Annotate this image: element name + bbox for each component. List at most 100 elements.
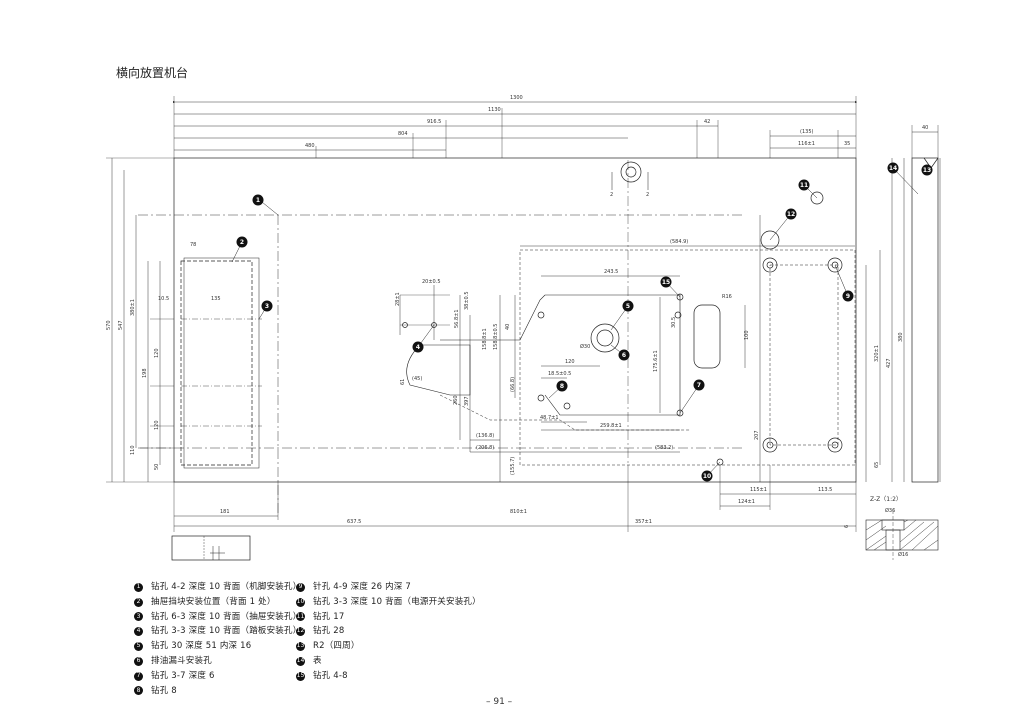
callout-5: 5: [626, 303, 630, 310]
dim-1151: 115±1: [750, 487, 767, 493]
section-mark-left: 2: [610, 192, 613, 198]
dim-2068: (206.8): [476, 445, 494, 451]
dim-668: (66.8): [510, 377, 516, 392]
legend-number: 10: [296, 597, 305, 607]
legend-number: 14: [296, 656, 305, 666]
dim-105: 10.5: [158, 296, 169, 302]
dim-50: 50: [154, 464, 160, 470]
section-mark-right: 2: [646, 192, 649, 198]
dim-3810: 38±0.5: [464, 291, 470, 310]
dim-181: 181: [220, 509, 230, 515]
side-view: [911, 157, 939, 483]
legend-text: 针孔 4-9 深度 26 内深 7: [313, 582, 412, 592]
legend-text: 钻孔 28: [313, 626, 345, 637]
dim-357: 357±1: [635, 519, 652, 525]
legend-text: R2（四周）: [313, 641, 360, 652]
legend-text: 钻孔 8: [151, 685, 177, 696]
dim-120a: 120: [154, 348, 160, 358]
dim-397: 397: [464, 396, 470, 406]
dim-4871: 48.7±1: [540, 415, 559, 421]
dim-65: 65: [874, 462, 880, 468]
dim-568: 56.8±1: [454, 309, 460, 328]
callout-2: 2: [240, 239, 244, 246]
dim-1855: 18.5±0.5: [548, 371, 571, 377]
dim-305: 30.5: [671, 317, 677, 328]
legend-number: 4: [134, 627, 143, 637]
callout-3: 3: [265, 303, 269, 310]
legend-number: 11: [296, 612, 305, 622]
callout-13: 13: [923, 167, 931, 174]
front-view: [171, 535, 251, 561]
legend-number: 5: [134, 642, 143, 652]
dim-1588b: 158.8±0.5: [493, 324, 499, 350]
dim-1130: 1130: [488, 107, 501, 113]
legend-text: 钻孔 17: [313, 611, 345, 622]
dim-198: 198: [142, 368, 148, 378]
dim-40: 40: [922, 125, 928, 131]
dim-r16: R16: [722, 294, 732, 300]
legend-number: 2: [134, 597, 143, 607]
dim-78: 78: [190, 242, 196, 248]
motor-hole: [590, 323, 620, 353]
legend-text: 钻孔 30 深度 51 内深 16: [151, 641, 252, 652]
dim-61: 61: [400, 379, 406, 385]
dim-40b: 40: [505, 324, 511, 330]
callout-9: 9: [846, 293, 850, 300]
legend-item: 5 钻孔 30 深度 51 内深 16: [134, 639, 301, 654]
dim-916: 916.5: [427, 119, 441, 125]
legend-number: 7: [134, 671, 143, 681]
dim-480: 480: [305, 143, 315, 149]
drawer-outline: [180, 260, 253, 466]
dim-804: 804: [398, 131, 408, 137]
callout-10: 10: [703, 473, 711, 480]
legend-item: 4 钻孔 3-3 深度 10 背面（踏板安装孔）: [134, 624, 301, 639]
dim-260: 260: [453, 395, 459, 405]
dim-135: (135): [800, 129, 813, 135]
dim-207: 207: [754, 430, 760, 440]
dim-6: 6: [844, 525, 850, 528]
dim-2598: 259.8±1: [600, 423, 622, 429]
page-title: 横向放置机台: [116, 66, 189, 80]
dim-380b: 380: [898, 332, 904, 342]
dim-570: 570: [106, 320, 112, 330]
callout-1: 1: [256, 197, 260, 204]
legend-text: 钻孔 3-3 深度 10 背面（踏板安装孔）: [151, 626, 302, 637]
dim-427: 427: [886, 358, 892, 368]
dim-1241: 124±1: [738, 499, 755, 505]
callout-8: 8: [560, 383, 564, 390]
legend-text: 钻孔 4-2 深度 10 背面（机脚安装孔）: [151, 582, 302, 592]
callout-15: 15: [662, 279, 670, 286]
dim-1368: (136.8): [476, 433, 494, 439]
dim-1135: 113.5: [818, 487, 832, 493]
dim-2435: 243.5: [604, 269, 618, 275]
top-hole: [620, 161, 642, 183]
legend-number: 1: [134, 582, 143, 592]
dim-110: 110: [130, 445, 136, 455]
slot: [693, 304, 721, 369]
table-outline: [173, 157, 857, 483]
dim-1588: 158.8±1: [482, 328, 488, 350]
dim-120c: 120: [565, 359, 575, 365]
dim-120b: 120: [154, 420, 160, 430]
dim-35: 35: [844, 141, 850, 147]
dim-phi36: Ø36: [885, 507, 895, 514]
cutout-outline: [519, 249, 856, 466]
legend-text: 排油漏斗安装孔: [151, 655, 212, 666]
dim-42: 42: [704, 119, 710, 125]
dim-810: 810±1: [510, 509, 527, 515]
legend-number: 12: [296, 627, 305, 637]
dim-2015: 20±0.5: [422, 279, 441, 285]
legend-item: 11 钻孔 17: [296, 610, 481, 625]
dim-1300: 1300: [510, 95, 523, 101]
legend-text: 钻孔 3-3 深度 10 背面（电源开关安装孔）: [313, 596, 481, 607]
right-panel-outline: [769, 264, 839, 446]
